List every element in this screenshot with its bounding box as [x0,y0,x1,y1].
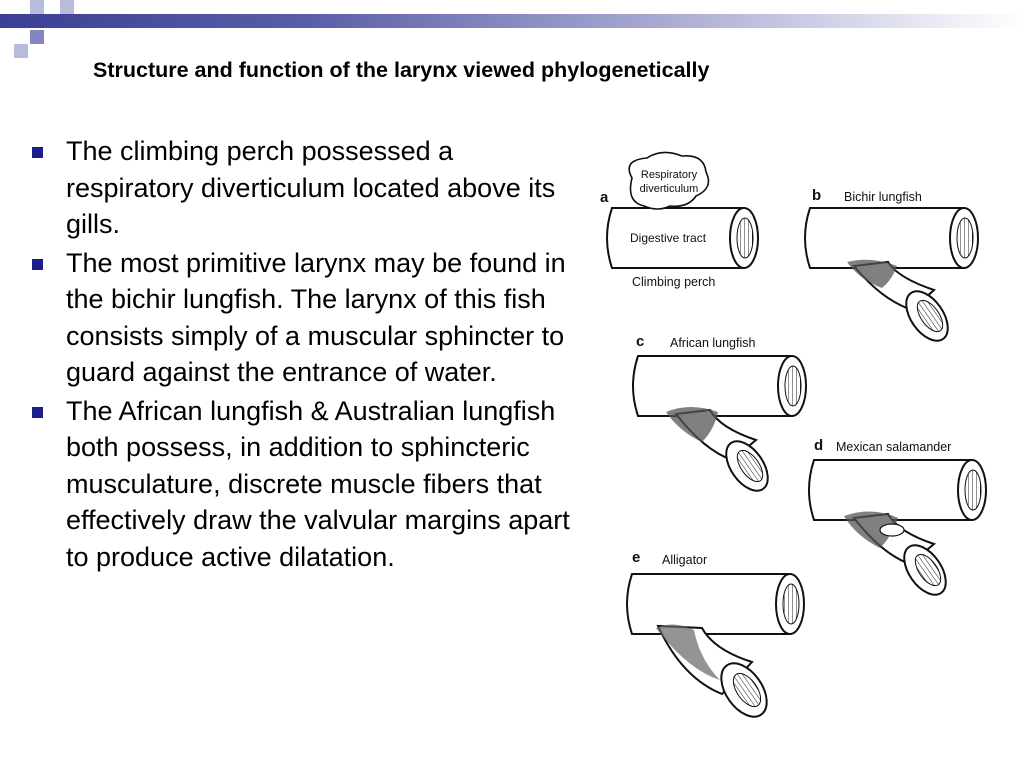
square-bullet-icon [32,406,43,418]
bullet-list: The climbing perch possessed a respirato… [28,133,583,577]
square-bullet-icon [32,147,43,158]
slide-title: Structure and function of the larynx vie… [93,58,710,82]
panel-b-bichir-lungfish: b Bichir lungfish [804,187,979,342]
square-bullet-icon [32,258,43,270]
inner-label: Respiratory [641,169,698,181]
panel-d-mexican-salamander: d Mexican salamander [808,437,987,596]
bullet-item: The most primitive larynx may be found i… [28,245,583,391]
bullet-text: The climbing perch possessed a respirato… [66,136,556,239]
panel-label: Mexican salamander [836,440,951,454]
panel-a-climbing-perch: a Respiratory diverticulum Digestive tra… [600,151,759,289]
bullet-text: The African lungfish & Australian lungfi… [66,395,570,572]
panel-label: Bichir lungfish [844,190,922,204]
panel-letter: a [600,189,609,206]
title-bar-gradient [0,14,1024,28]
inner-label: Digestive tract [630,231,707,245]
panel-e-alligator: e Alligator [626,549,805,718]
corner-decoration [0,0,80,64]
panel-letter: e [632,549,640,566]
panel-label: Climbing perch [632,275,715,289]
panel-letter: b [812,187,821,204]
panel-c-african-lungfish: c African lungfish [632,333,807,492]
panel-letter: d [814,437,823,454]
bullet-item: The African lungfish & Australian lungfi… [28,393,583,576]
inner-label: diverticulum [640,183,699,195]
bullet-item: The climbing perch possessed a respirato… [28,133,583,243]
panel-label: Alligator [662,553,707,567]
panel-letter: c [636,333,644,350]
panel-label: African lungfish [670,336,756,350]
bullet-text: The most primitive larynx may be found i… [66,247,566,388]
larynx-diagram: a Respiratory diverticulum Digestive tra… [592,150,1002,718]
